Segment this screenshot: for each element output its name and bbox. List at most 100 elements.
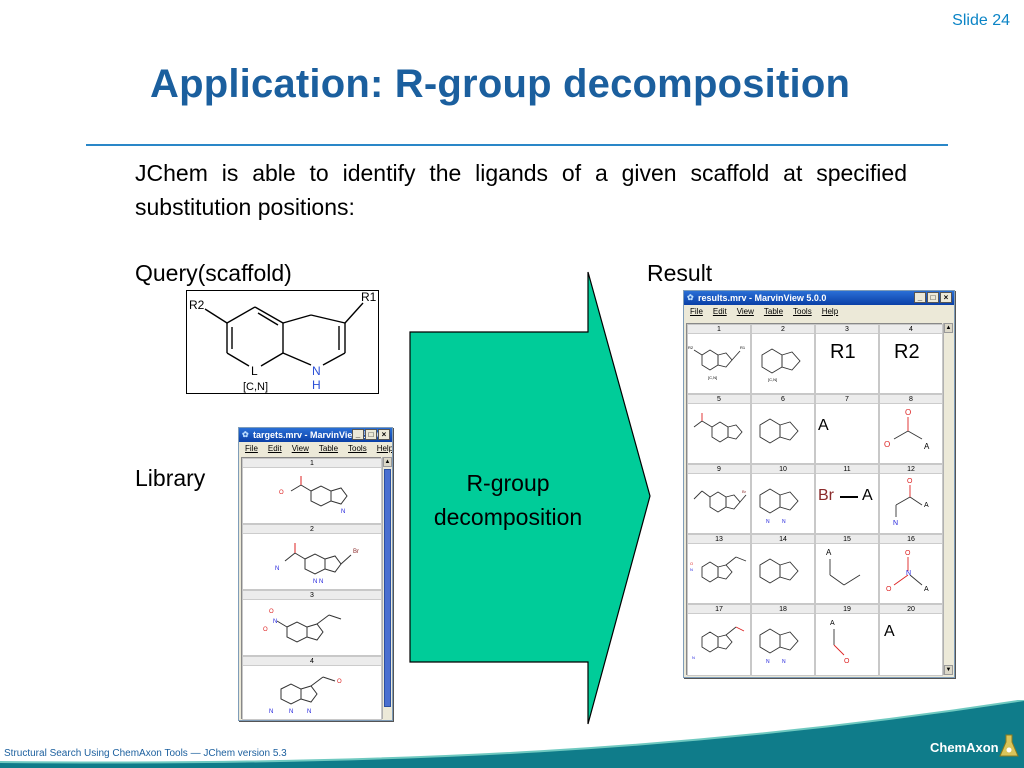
svg-text:N: N bbox=[269, 709, 273, 715]
minimize-button[interactable]: _ bbox=[352, 429, 364, 440]
targets-scrollbar[interactable]: ▲ bbox=[382, 457, 392, 719]
minimize-button[interactable]: _ bbox=[914, 292, 926, 303]
menu-help[interactable]: Help bbox=[376, 444, 393, 453]
cell-index: 18 bbox=[752, 605, 814, 614]
results-window: ✿ results.mrv - MarvinView 5.0.0 _ □ × F… bbox=[683, 290, 955, 678]
scroll-down-icon[interactable]: ▼ bbox=[944, 665, 953, 675]
result-cell[interactable]: 4 R2 bbox=[879, 324, 943, 394]
ligand-label: A bbox=[818, 417, 829, 434]
target-cell[interactable]: 4 O N N N bbox=[242, 656, 382, 720]
targets-window: ✿ targets.mrv - MarvinView 5.0.0 _ □ × F… bbox=[238, 427, 393, 721]
result-cell[interactable]: 10 N N bbox=[751, 464, 815, 534]
r2-column-header: R2 bbox=[894, 341, 920, 363]
svg-text:A: A bbox=[924, 502, 929, 509]
svg-text:N: N bbox=[307, 709, 311, 715]
menu-edit[interactable]: Edit bbox=[267, 444, 282, 453]
menu-view[interactable]: View bbox=[736, 307, 754, 316]
result-cell[interactable]: 7 A bbox=[815, 394, 879, 464]
result-cell[interactable]: 2 [C,N] bbox=[751, 324, 815, 394]
molecule-drawing: R2 R1 [C,N] bbox=[688, 345, 746, 380]
result-cell[interactable]: 9 Br bbox=[687, 464, 751, 534]
close-button[interactable]: × bbox=[940, 292, 952, 303]
cell-index: 15 bbox=[816, 535, 878, 544]
scroll-up-icon[interactable]: ▲ bbox=[944, 323, 953, 333]
svg-text:N: N bbox=[782, 519, 786, 525]
body-paragraph: JChem is able to identify the ligands of… bbox=[135, 160, 907, 220]
svg-text:N: N bbox=[289, 709, 293, 715]
result-cell[interactable]: 3 R1 bbox=[815, 324, 879, 394]
svg-text:Br: Br bbox=[353, 549, 359, 555]
svg-text:[C,N]: [C,N] bbox=[708, 375, 717, 380]
menu-tools[interactable]: Tools bbox=[793, 307, 812, 316]
cell-index: 2 bbox=[243, 525, 381, 534]
svg-text:N: N bbox=[766, 659, 770, 665]
target-cell[interactable]: 1 O N bbox=[242, 458, 382, 524]
target-cell[interactable]: 3 O N O bbox=[242, 590, 382, 656]
svg-text:O: O bbox=[263, 627, 268, 633]
cell-index: 19 bbox=[816, 605, 878, 614]
result-cell[interactable]: 17 N bbox=[687, 604, 751, 676]
result-label: Result bbox=[647, 260, 713, 286]
menu-edit[interactable]: Edit bbox=[712, 307, 727, 316]
menu-file[interactable]: File bbox=[245, 444, 258, 453]
svg-text:O: O bbox=[907, 478, 913, 485]
cell-index: 13 bbox=[688, 535, 750, 544]
scroll-thumb[interactable] bbox=[384, 469, 391, 707]
menu-table[interactable]: Table bbox=[318, 444, 339, 453]
molecule-drawing: Br bbox=[693, 489, 747, 513]
ligand-label: A bbox=[884, 623, 895, 640]
scaffold-h-label: H bbox=[312, 378, 321, 392]
molecule-drawing: O N O bbox=[263, 609, 342, 643]
result-cell[interactable]: 6 bbox=[751, 394, 815, 464]
result-cell[interactable]: 12 O A N bbox=[879, 464, 943, 534]
targets-window-titlebar[interactable]: ✿ targets.mrv - MarvinView 5.0.0 _ □ × bbox=[239, 428, 392, 442]
svg-text:N: N bbox=[766, 519, 770, 525]
result-cell[interactable]: 1 R2 R1 [C,N] bbox=[687, 324, 751, 394]
result-cell[interactable]: 15 A bbox=[815, 534, 879, 604]
cell-index: 1 bbox=[243, 459, 381, 468]
cell-index: 14 bbox=[752, 535, 814, 544]
svg-text:O: O bbox=[690, 561, 693, 566]
target-cell[interactable]: 2 Br N N N bbox=[242, 524, 382, 590]
result-cell[interactable]: 11 Br A bbox=[815, 464, 879, 534]
scaffold-r1-label: R1 bbox=[361, 291, 377, 304]
svg-text:[C,N]: [C,N] bbox=[768, 377, 777, 382]
result-cell[interactable]: 19 A O bbox=[815, 604, 879, 676]
result-cell[interactable]: 20 A bbox=[879, 604, 943, 676]
result-cell[interactable]: 18 N N bbox=[751, 604, 815, 676]
svg-text:N: N bbox=[893, 520, 898, 527]
maximize-button[interactable]: □ bbox=[365, 429, 377, 440]
maximize-button[interactable]: □ bbox=[927, 292, 939, 303]
cell-index: 17 bbox=[688, 605, 750, 614]
menu-tools[interactable]: Tools bbox=[348, 444, 367, 453]
result-cell[interactable]: 16 O N O A bbox=[879, 534, 943, 604]
svg-text:R1: R1 bbox=[740, 345, 746, 350]
result-cell[interactable]: 8 O O A bbox=[879, 394, 943, 464]
result-cell[interactable]: 14 bbox=[751, 534, 815, 604]
svg-text:N: N bbox=[690, 567, 693, 572]
query-label: Query(scaffold) bbox=[135, 260, 292, 286]
results-grid: 1 R2 R1 [C,N] 2 [C,N] bbox=[686, 323, 943, 676]
cell-index: 2 bbox=[752, 325, 814, 334]
svg-text:O: O bbox=[886, 586, 892, 593]
cell-index: 6 bbox=[752, 395, 814, 404]
menu-file[interactable]: File bbox=[690, 307, 703, 316]
svg-text:A: A bbox=[826, 548, 832, 557]
cell-index: 11 bbox=[816, 465, 878, 474]
menu-help[interactable]: Help bbox=[821, 307, 839, 316]
svg-text:R2: R2 bbox=[688, 345, 694, 350]
result-cell[interactable]: 5 bbox=[687, 394, 751, 464]
results-scrollbar[interactable]: ▲ ▼ bbox=[943, 323, 953, 675]
menu-table[interactable]: Table bbox=[763, 307, 784, 316]
result-cell[interactable]: 13 O N bbox=[687, 534, 751, 604]
scroll-up-icon[interactable]: ▲ bbox=[383, 457, 392, 467]
molecule-drawing bbox=[693, 413, 743, 443]
cell-index: 4 bbox=[243, 657, 381, 666]
molecule-drawing: O A N bbox=[893, 478, 929, 527]
close-button[interactable]: × bbox=[378, 429, 390, 440]
molecule-drawing: A O bbox=[830, 620, 850, 665]
molecule-drawing: A bbox=[826, 548, 861, 586]
molecule-drawing: O N bbox=[279, 476, 348, 515]
menu-view[interactable]: View bbox=[291, 444, 309, 453]
results-window-titlebar[interactable]: ✿ results.mrv - MarvinView 5.0.0 _ □ × bbox=[684, 291, 954, 305]
